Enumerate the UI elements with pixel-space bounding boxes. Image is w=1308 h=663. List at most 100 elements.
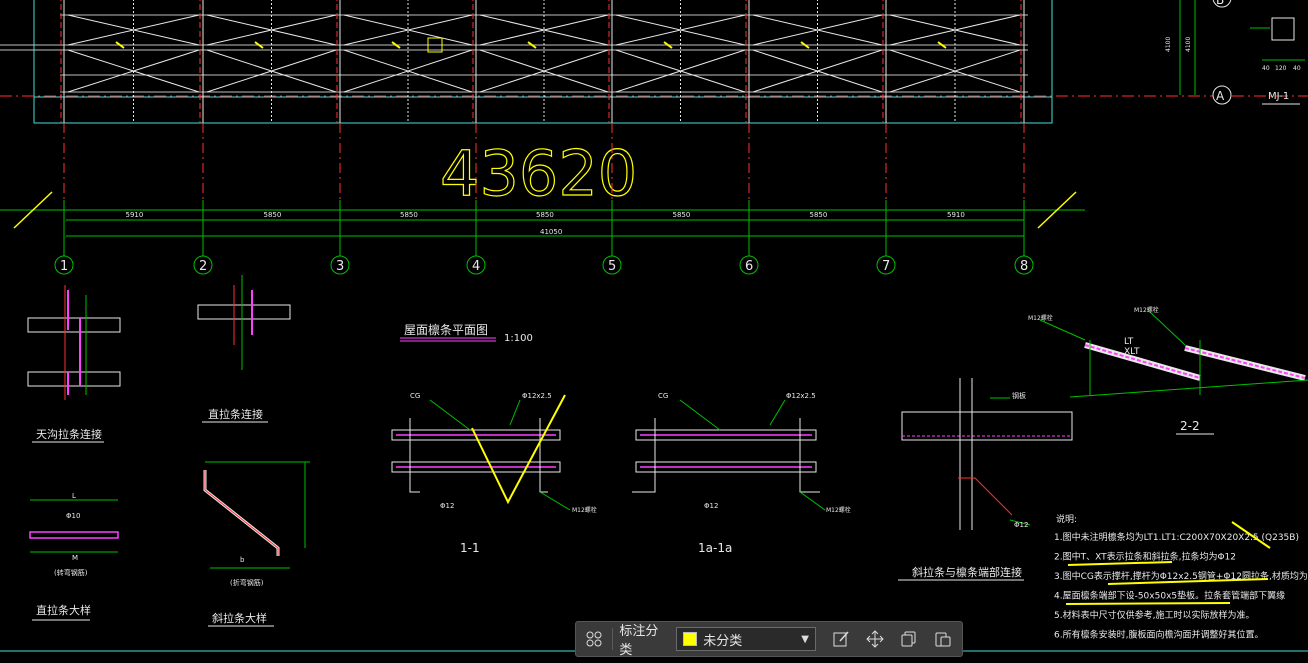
zhilatiao-conn-detail bbox=[197, 275, 291, 370]
grid-bubble bbox=[1014, 255, 1034, 275]
mj-dim-1: 40 bbox=[1262, 65, 1270, 72]
grid-number: 7 bbox=[882, 259, 890, 274]
grid-bubble bbox=[193, 255, 213, 275]
xielatiao-detail bbox=[203, 461, 310, 569]
span-dim: 5850 bbox=[536, 211, 554, 219]
s11-phi: Φ12x2.5 bbox=[522, 392, 552, 400]
s1a-cg: CG bbox=[658, 392, 668, 400]
note-line: 4.屋面檩条端部下设-50x50x5垫板。拉条套管端部下翼缘 bbox=[1054, 590, 1285, 602]
grid-bubble bbox=[602, 255, 622, 275]
grid-bubble bbox=[54, 255, 74, 275]
plan-outline bbox=[33, 0, 1053, 124]
mj-dim-2: 120 bbox=[1275, 65, 1287, 72]
axis-bubble-b bbox=[1212, 0, 1232, 8]
gangban-label: 钢板 bbox=[1012, 391, 1026, 400]
grid-number: 5 bbox=[608, 259, 616, 274]
annotation-toolbar: 标注分类 未分类 ▼ bbox=[575, 621, 963, 658]
plan-scale: 1:100 bbox=[504, 333, 533, 344]
zhilatiao-detail bbox=[29, 499, 119, 553]
span-dim: 5910 bbox=[126, 211, 144, 219]
grid-number: 3 bbox=[336, 259, 344, 274]
notes-title: 说明: bbox=[1056, 513, 1077, 525]
zhi-L: L bbox=[72, 492, 76, 500]
xie-phi12: Φ12 bbox=[1014, 521, 1028, 529]
tiangou-label: 天沟拉条连接 bbox=[36, 427, 102, 441]
span-dim: 5850 bbox=[264, 211, 282, 219]
side-dim-1: 4100 bbox=[1165, 37, 1172, 52]
markup-tick bbox=[391, 41, 401, 49]
grid-number: 6 bbox=[745, 259, 753, 274]
bracing-line bbox=[615, 14, 746, 46]
axis-letter-a: A bbox=[1216, 89, 1225, 103]
span-dim: 5850 bbox=[400, 211, 418, 219]
s22-m12-b: M12螺栓 bbox=[1134, 306, 1159, 314]
note-line: 3.图中CG表示撑杆,撑杆为Φ12x2.5钢管+Φ12圆拉条,材质均为Q235B… bbox=[1054, 570, 1308, 582]
markup-tick bbox=[115, 41, 125, 49]
category-select[interactable]: 未分类 ▼ bbox=[676, 627, 816, 651]
xie-b: b bbox=[240, 556, 245, 564]
zhilatiao-detail-label: 直拉条大样 bbox=[36, 603, 91, 617]
xielatiao-detail-label: 斜拉条大样 bbox=[212, 611, 267, 625]
s11-phi12: Φ12 bbox=[440, 502, 454, 510]
category-value: 未分类 bbox=[703, 633, 743, 649]
copy-icon[interactable] bbox=[896, 626, 922, 652]
axis-letter-b: B bbox=[1216, 0, 1224, 7]
span-dim: 5850 bbox=[810, 211, 828, 219]
markup-underlines bbox=[1065, 521, 1271, 605]
markup-tick bbox=[937, 41, 947, 49]
zhi-phi10: Φ10 bbox=[66, 512, 80, 520]
section-1a-1a bbox=[632, 399, 826, 511]
section-1-1-label: 1-1 bbox=[460, 541, 480, 555]
plan-marker bbox=[427, 37, 443, 53]
bracing-line bbox=[479, 14, 609, 46]
markup-tick bbox=[254, 41, 264, 49]
grid-number: 1 bbox=[60, 259, 68, 274]
axis-bubble-a bbox=[1212, 85, 1232, 105]
grid-bubble bbox=[876, 255, 896, 275]
move-icon[interactable] bbox=[862, 626, 888, 652]
bracing-line bbox=[206, 14, 337, 46]
markup-tick bbox=[800, 41, 810, 49]
s22-xlt: XLT bbox=[1124, 347, 1140, 357]
xie-conn-label: 斜拉条与檩条端部连接 bbox=[912, 565, 1022, 579]
grid-number: 4 bbox=[472, 259, 480, 274]
mj-dim-3: 40 bbox=[1293, 65, 1301, 72]
tiangou-detail bbox=[27, 285, 121, 400]
big-dimension: 43620 bbox=[440, 137, 637, 210]
zhi-M: M bbox=[72, 554, 78, 562]
span-dim: 5910 bbox=[947, 211, 965, 219]
grid-bubble bbox=[330, 255, 350, 275]
s11-cg: CG bbox=[410, 392, 420, 400]
span-dim: 5850 bbox=[673, 211, 691, 219]
section-2-2-label: 2-2 bbox=[1180, 419, 1200, 433]
bracing-line bbox=[343, 14, 473, 46]
note-line: 5.材料表中尺寸仅供参考,施工时以实际放样为准。 bbox=[1054, 609, 1254, 621]
xie-conn-detail bbox=[901, 378, 1073, 530]
note-line: 6.所有檩条安装时,腹板面向檐沟面并调整好其位置。 bbox=[1054, 629, 1263, 641]
section-1-1 bbox=[391, 394, 571, 511]
section-2-2 bbox=[1039, 311, 1308, 398]
bracing-line bbox=[752, 14, 883, 46]
side-dim-2: 4100 bbox=[1185, 37, 1192, 52]
zhilatiao-conn-label: 直拉条连接 bbox=[208, 407, 263, 421]
grid-number: 8 bbox=[1020, 259, 1028, 274]
zhi-note: (转弯钢筋) bbox=[54, 568, 88, 577]
edit-icon[interactable] bbox=[828, 626, 854, 652]
s1a-phi12: Φ12 bbox=[704, 502, 718, 510]
s11-m12: M12螺栓 bbox=[572, 506, 597, 514]
markup-tick bbox=[527, 41, 537, 49]
section-1a-1a-label: 1a-1a bbox=[698, 541, 732, 555]
toolbar-label: 标注分类 bbox=[619, 624, 659, 658]
note-line: 1.图中未注明檩条均为LT1.LT1:C200X70X20X2.5 (Q235B… bbox=[1054, 531, 1299, 543]
grid-bubble bbox=[739, 255, 759, 275]
mj1-detail bbox=[1250, 17, 1305, 61]
color-swatch bbox=[683, 632, 698, 646]
paste-icon[interactable] bbox=[930, 626, 956, 652]
markup-tick bbox=[663, 41, 673, 49]
bracing-line bbox=[67, 14, 200, 46]
s1a-phi: Φ12x2.5 bbox=[786, 392, 816, 400]
grid-icon[interactable] bbox=[582, 626, 606, 652]
s22-lt: LT bbox=[1124, 337, 1134, 347]
s22-m12-a: M12螺栓 bbox=[1028, 314, 1053, 322]
